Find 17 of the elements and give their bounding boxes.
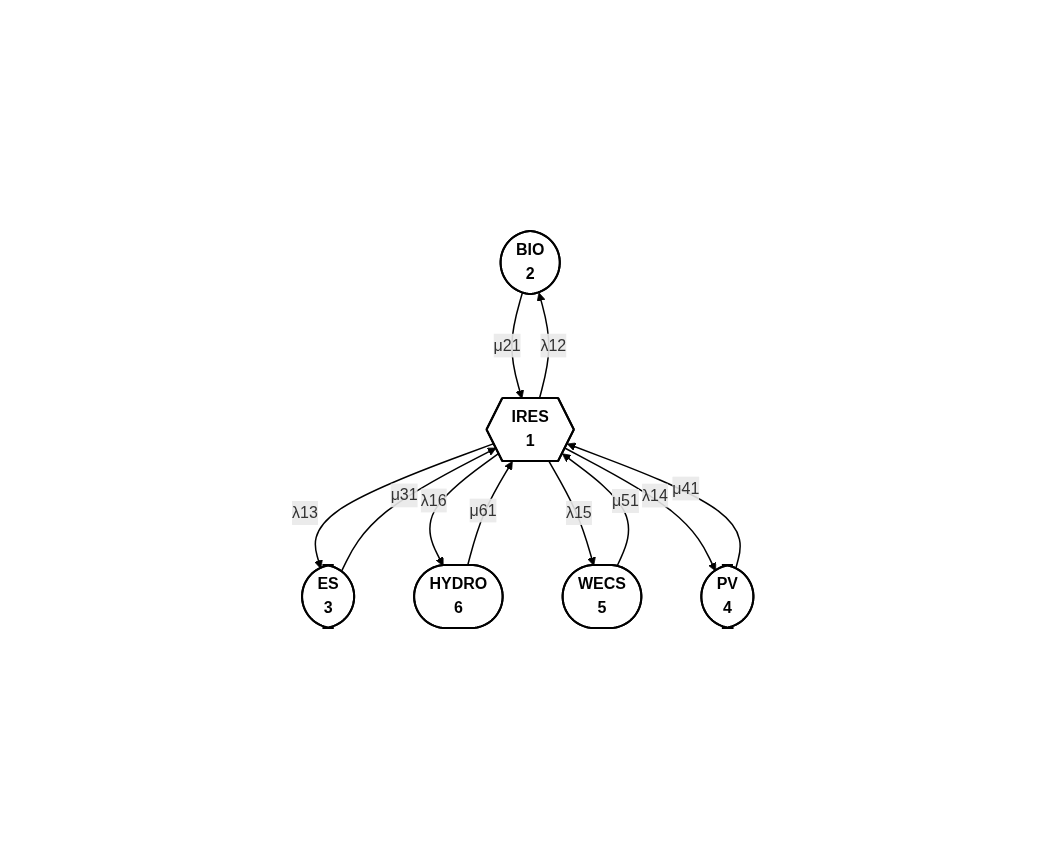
arrow (340, 447, 497, 573)
arrow (561, 453, 630, 567)
edge-label: μ61 (469, 501, 497, 519)
arrow (564, 447, 716, 572)
arrow (314, 442, 495, 569)
arrow (428, 452, 500, 567)
edge-label: λ14 (641, 486, 668, 504)
edge-label: μ51 (611, 491, 639, 509)
edge-label: λ13 (291, 503, 318, 521)
arrow (548, 460, 596, 566)
edge-label: μ21 (493, 336, 521, 354)
edge-label: μ41 (672, 479, 700, 497)
edge-label: λ16 (420, 491, 447, 509)
arrow (566, 442, 741, 570)
edge-label: λ15 (565, 503, 592, 521)
edge-label: λ12 (540, 336, 566, 354)
edge-label: μ31 (390, 486, 418, 504)
